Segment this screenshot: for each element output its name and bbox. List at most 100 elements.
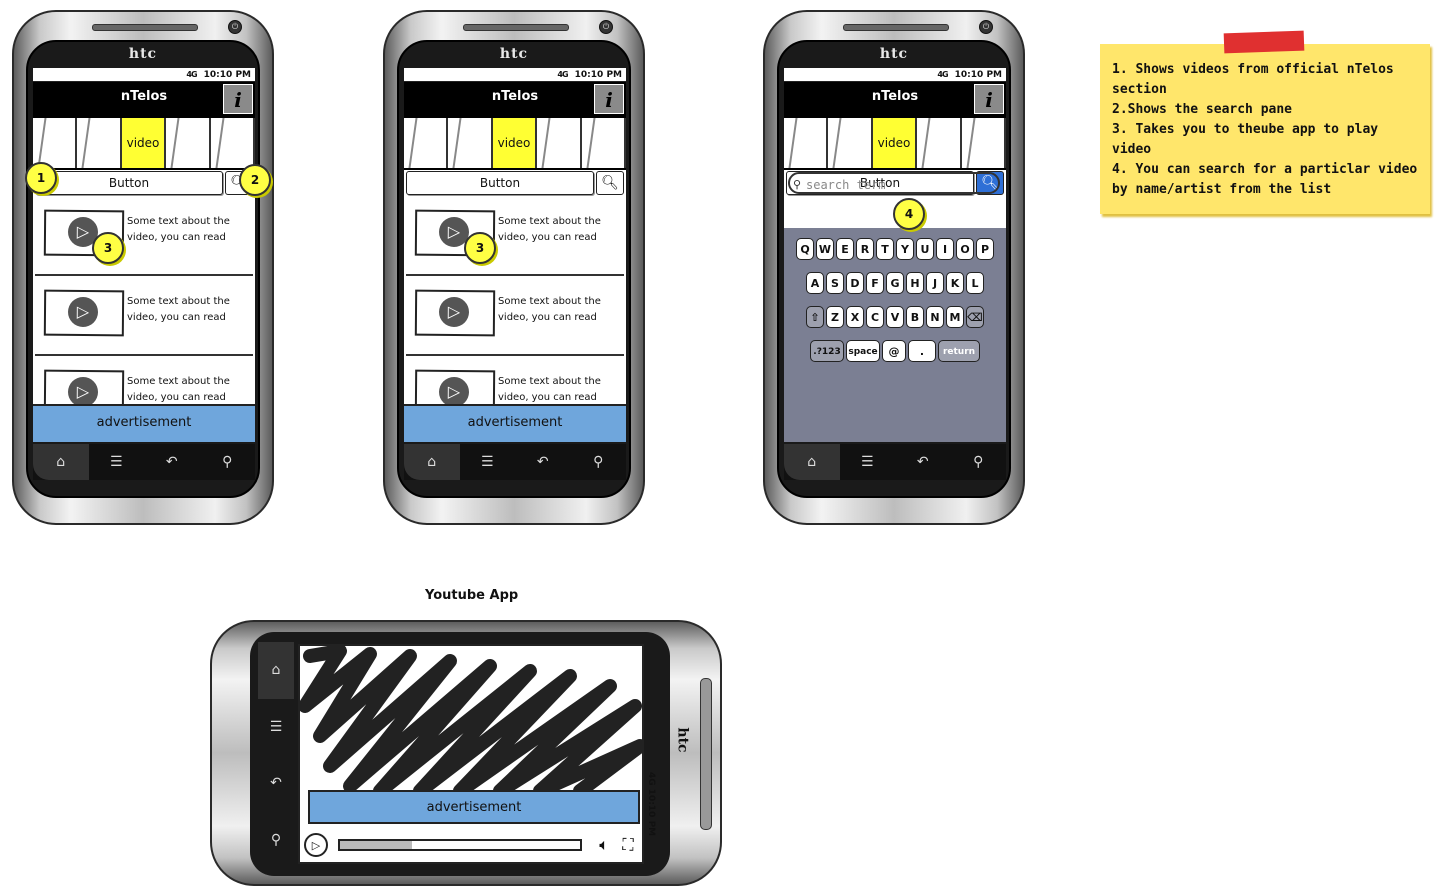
video-screen: advertisement ▷ 🔈︎ ⛶ bbox=[298, 644, 644, 864]
key[interactable]: Y bbox=[896, 238, 914, 260]
video-thumbnail[interactable]: ▷ bbox=[43, 289, 125, 337]
tab-5[interactable] bbox=[581, 118, 626, 168]
volume-icon[interactable]: 🔈︎ bbox=[599, 835, 609, 854]
info-button[interactable]: i bbox=[594, 84, 624, 114]
tab-1[interactable] bbox=[784, 118, 829, 168]
tab-5[interactable] bbox=[210, 118, 255, 168]
key[interactable]: E bbox=[836, 238, 854, 260]
backspace-key-icon[interactable]: ⌫ bbox=[966, 306, 984, 328]
key[interactable]: L bbox=[966, 272, 984, 294]
list-item[interactable]: ▷ Some text about the video, you can rea… bbox=[406, 196, 624, 276]
brand-logo: htc bbox=[674, 727, 691, 753]
search-button[interactable]: 🔍︎ bbox=[596, 171, 624, 195]
key[interactable]: R bbox=[856, 238, 874, 260]
advertisement-banner[interactable]: advertisement bbox=[404, 404, 626, 442]
phone-1: ⏻ htc 4G 10:10 PM nTelos i video Button … bbox=[12, 10, 274, 525]
info-button[interactable]: i bbox=[223, 84, 253, 114]
video-thumbnail[interactable]: ▷ bbox=[414, 289, 496, 337]
numbers-key[interactable]: .?123 bbox=[810, 340, 844, 362]
key[interactable]: F bbox=[866, 272, 884, 294]
search-key-icon[interactable]: ⚲ bbox=[973, 454, 984, 470]
advertisement-banner[interactable]: advertisement bbox=[308, 790, 640, 824]
space-key[interactable]: space bbox=[846, 340, 880, 362]
tab-4[interactable] bbox=[917, 118, 962, 168]
play-icon[interactable]: ▷ bbox=[304, 833, 328, 857]
search-key-icon[interactable]: ⚲ bbox=[270, 831, 282, 848]
dot-key[interactable]: . bbox=[908, 340, 936, 362]
key[interactable]: S bbox=[826, 272, 844, 294]
youtube-caption: Youtube App bbox=[425, 588, 519, 603]
item-text: Some text about the video, you can read bbox=[127, 376, 230, 403]
main-button[interactable]: Button bbox=[786, 171, 974, 195]
fullscreen-icon[interactable]: ⛶ bbox=[622, 835, 634, 854]
tab-video[interactable]: video bbox=[872, 118, 918, 168]
tab-2[interactable] bbox=[77, 118, 122, 168]
menu-icon[interactable]: ☰ bbox=[269, 718, 283, 735]
back-icon[interactable]: ↶ bbox=[165, 454, 178, 470]
key[interactable]: H bbox=[906, 272, 924, 294]
brand-logo: htc bbox=[128, 46, 158, 62]
home-icon[interactable]: ⌂ bbox=[33, 444, 89, 480]
key[interactable]: T bbox=[876, 238, 894, 260]
info-button[interactable]: i bbox=[974, 84, 1004, 114]
menu-icon[interactable]: ☰ bbox=[109, 454, 123, 470]
key[interactable]: A bbox=[806, 272, 824, 294]
list-item[interactable]: ▷ Some text about the video, you can rea… bbox=[35, 196, 253, 276]
list-item[interactable]: ▷ Some text about the video, you can rea… bbox=[35, 276, 253, 356]
annotation-marker-3: 3 bbox=[92, 232, 124, 264]
home-icon[interactable]: ⌂ bbox=[258, 642, 294, 699]
tab-video[interactable]: video bbox=[121, 118, 167, 168]
key[interactable]: Q bbox=[796, 238, 814, 260]
menu-icon[interactable]: ☰ bbox=[860, 454, 874, 470]
search-icon: 🔍︎ bbox=[601, 175, 619, 191]
key[interactable]: J bbox=[926, 272, 944, 294]
phone-2: ⏻ htc 4G 10:10 PM nTelos i video Button … bbox=[383, 10, 645, 525]
back-icon[interactable]: ↶ bbox=[536, 454, 549, 470]
search-placeholder: search term bbox=[806, 178, 886, 192]
home-icon[interactable]: ⌂ bbox=[404, 444, 460, 480]
tab-2[interactable] bbox=[448, 118, 493, 168]
tab-1[interactable] bbox=[33, 118, 78, 168]
main-button[interactable]: Button bbox=[406, 171, 594, 195]
key[interactable]: D bbox=[846, 272, 864, 294]
status-time: 10:10 PM bbox=[646, 788, 656, 837]
home-icon[interactable]: ⌂ bbox=[784, 444, 840, 480]
shift-key-icon[interactable]: ⇧ bbox=[806, 306, 824, 328]
app-title: nTelos bbox=[120, 89, 168, 104]
key[interactable]: G bbox=[886, 272, 904, 294]
key[interactable]: B bbox=[906, 306, 924, 328]
key[interactable]: N bbox=[926, 306, 944, 328]
back-icon[interactable]: ↶ bbox=[916, 454, 929, 470]
search-key-icon[interactable]: ⚲ bbox=[222, 454, 233, 470]
key[interactable]: P bbox=[976, 238, 994, 260]
advertisement-banner[interactable]: advertisement bbox=[33, 404, 255, 442]
progress-bar[interactable] bbox=[338, 839, 582, 851]
return-key[interactable]: return bbox=[938, 340, 980, 362]
key[interactable]: K bbox=[946, 272, 964, 294]
key[interactable]: Z bbox=[826, 306, 844, 328]
key[interactable]: M bbox=[946, 306, 964, 328]
menu-icon[interactable]: ☰ bbox=[480, 454, 494, 470]
tab-1[interactable] bbox=[404, 118, 449, 168]
list-item[interactable]: ▷ Some text about the video, you can rea… bbox=[406, 276, 624, 356]
phone-3: ⏻ htc 4G 10:10 PM nTelos i video Button … bbox=[763, 10, 1025, 525]
search-input[interactable]: ⚲ search term bbox=[788, 172, 1000, 194]
at-key[interactable]: @ bbox=[882, 340, 906, 362]
key[interactable]: V bbox=[886, 306, 904, 328]
play-icon: ▷ bbox=[438, 376, 470, 408]
tab-2[interactable] bbox=[828, 118, 873, 168]
tab-video[interactable]: video bbox=[492, 118, 538, 168]
key[interactable]: C bbox=[866, 306, 884, 328]
tab-4[interactable] bbox=[166, 118, 211, 168]
key[interactable]: U bbox=[916, 238, 934, 260]
sticky-note: 1. Shows videos from official nTelos sec… bbox=[1100, 44, 1430, 214]
search-key-icon[interactable]: ⚲ bbox=[593, 454, 604, 470]
tab-5[interactable] bbox=[961, 118, 1006, 168]
key[interactable]: W bbox=[816, 238, 834, 260]
key[interactable]: O bbox=[956, 238, 974, 260]
main-button[interactable]: Button bbox=[35, 171, 223, 195]
tab-4[interactable] bbox=[537, 118, 582, 168]
key[interactable]: I bbox=[936, 238, 954, 260]
back-icon[interactable]: ↶ bbox=[270, 775, 282, 792]
key[interactable]: X bbox=[846, 306, 864, 328]
